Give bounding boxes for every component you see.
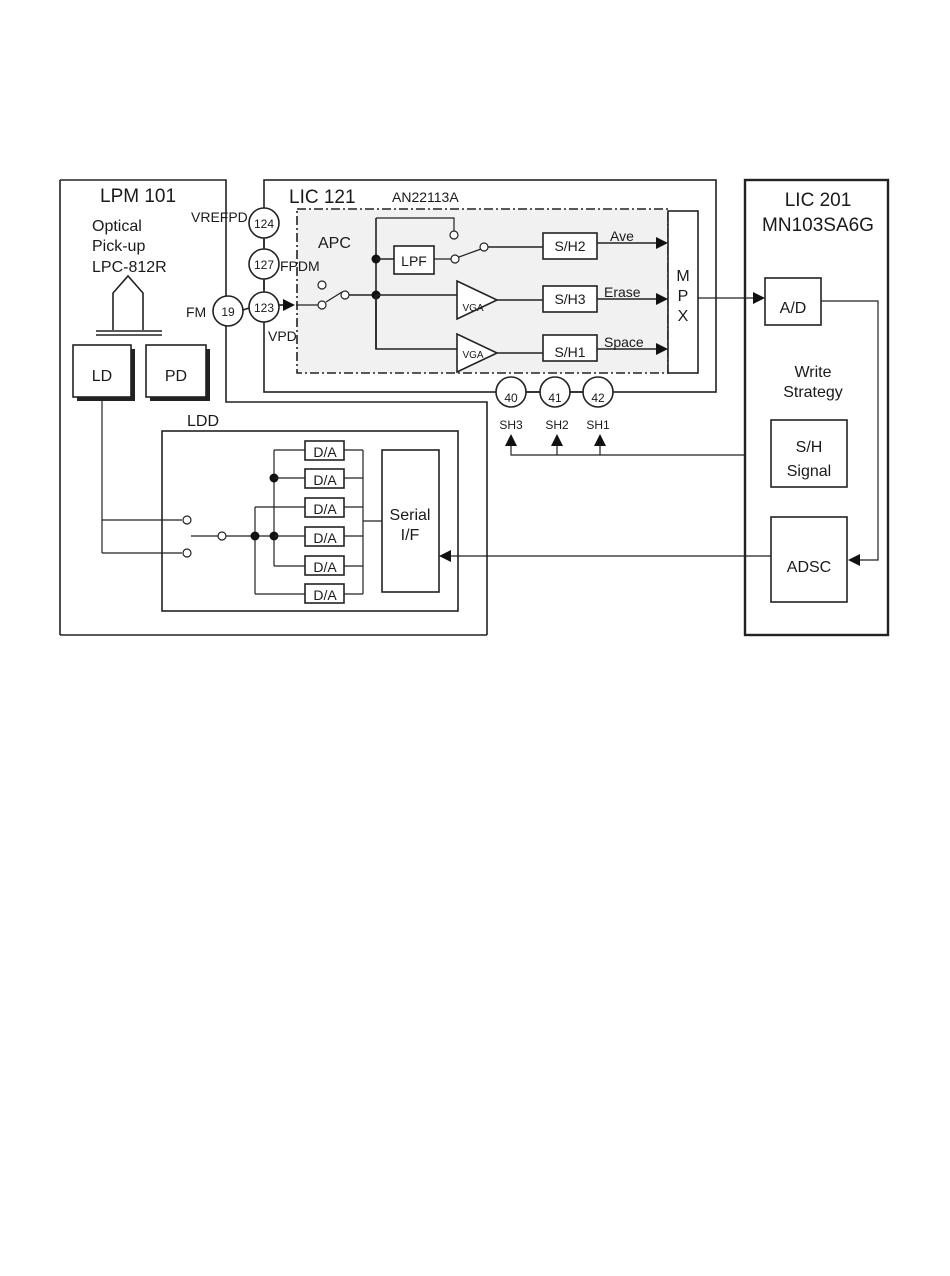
serial-line2: I/F xyxy=(401,527,420,544)
sh-line2: Signal xyxy=(787,463,831,480)
ldd-title: LDD xyxy=(187,413,219,430)
lpm-title: LPM 101 xyxy=(100,186,176,207)
pin-123-label: 123 xyxy=(254,301,274,315)
space-label: Space xyxy=(604,334,644,350)
mpx-p: P xyxy=(678,288,689,305)
signal-sh1: SH1 xyxy=(586,418,610,432)
ave-label: Ave xyxy=(610,228,634,244)
sh-line1: S/H xyxy=(796,439,823,456)
mpx-x: X xyxy=(678,308,689,325)
ld-label: LD xyxy=(92,368,112,385)
lic121-block: LIC 121 AN22113A APC M P X LPF xyxy=(264,180,716,392)
ld-box: LD xyxy=(73,345,135,401)
erase-label: Erase xyxy=(604,284,641,300)
pin-124-label: 124 xyxy=(254,217,274,231)
sh2-label: S/H2 xyxy=(554,238,585,254)
write-line1: Write xyxy=(794,364,831,381)
signal-sh3: SH3 xyxy=(499,418,523,432)
pickup-lens-icon xyxy=(96,276,162,335)
optical-line1: Optical xyxy=(92,218,142,235)
adsc-label: ADSC xyxy=(787,559,831,576)
da-label-1: D/A xyxy=(313,444,337,460)
lic201-title1: LIC 201 xyxy=(785,190,852,211)
lic201-title2: MN103SA6G xyxy=(762,215,874,236)
da-label-6: D/A xyxy=(313,587,337,603)
pin-127-label: 127 xyxy=(254,258,274,272)
ldd-block: LDD D/A D/A D/A D/A D/A D/A xyxy=(102,401,458,611)
ad-label: A/D xyxy=(780,300,807,317)
da-label-2: D/A xyxy=(313,472,337,488)
lic201-block: LIC 201 MN103SA6G A/D Write Strategy S/H… xyxy=(745,180,888,635)
write-line2: Strategy xyxy=(783,384,843,401)
pin-40-label: 40 xyxy=(504,391,518,405)
pin-42-label: 42 xyxy=(591,391,605,405)
vga-upper-label: VGA xyxy=(462,303,483,314)
signal-vrefpd: VREFPD xyxy=(191,209,248,225)
sh1-label: S/H1 xyxy=(554,344,585,360)
sh-signal-lines xyxy=(505,434,771,455)
signal-fpdm: FPDM xyxy=(280,258,320,274)
optical-line2: Pick-up xyxy=(92,238,145,255)
signal-vpd: VPD xyxy=(268,328,297,344)
mpx-m: M xyxy=(676,268,689,285)
sh3-label: S/H3 xyxy=(554,291,585,307)
da-label-5: D/A xyxy=(313,559,337,575)
signal-fm: FM xyxy=(186,304,206,320)
da-label-4: D/A xyxy=(313,530,337,546)
serial-line1: Serial xyxy=(390,507,431,524)
signal-sh2: SH2 xyxy=(545,418,569,432)
pd-box: PD xyxy=(146,345,210,401)
da-label-3: D/A xyxy=(313,501,337,517)
lic121-title: LIC 121 xyxy=(289,187,356,208)
optical-line3: LPC-812R xyxy=(92,259,167,276)
vga-lower-label: VGA xyxy=(462,350,483,361)
lic121-part: AN22113A xyxy=(392,189,459,205)
pin-41-label: 41 xyxy=(548,391,562,405)
lpf-label: LPF xyxy=(401,253,427,269)
apc-label: APC xyxy=(318,235,351,252)
pd-label: PD xyxy=(165,368,187,385)
pin-19-label: 19 xyxy=(221,305,235,319)
